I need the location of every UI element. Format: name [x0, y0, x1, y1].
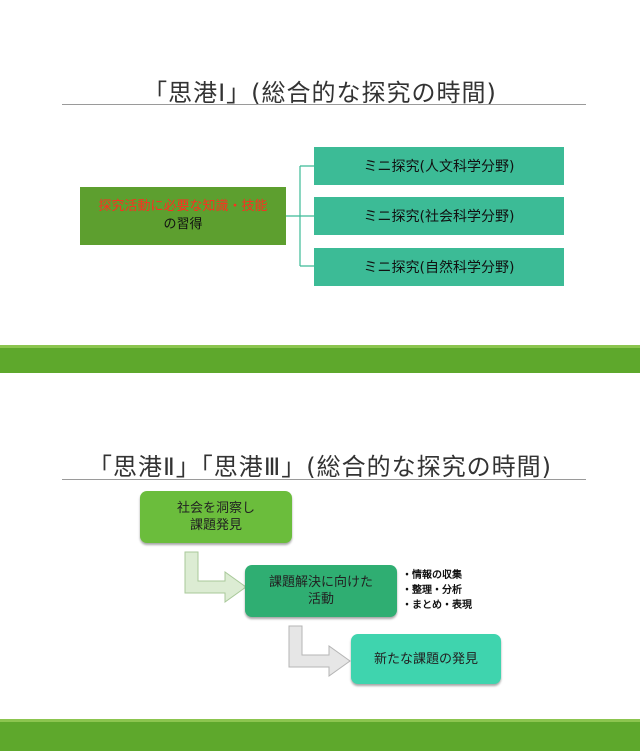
mini-inquiry-social-science: ミニ探究(社会科学分野)	[314, 197, 564, 235]
note-summarize-express: ・まとめ・表現	[402, 600, 472, 611]
divider-band-2	[0, 719, 640, 751]
note-organize-analyze: ・整理・分析	[402, 585, 462, 596]
section2-title-rule	[62, 479, 586, 480]
step-solution-activity-line2: 活動	[307, 592, 334, 607]
knowledge-skills-sublabel: の習得	[163, 217, 203, 232]
section1-title-rule	[62, 104, 586, 105]
section2-title: 「思港Ⅱ」「思港Ⅲ」(総合的な探究の時間)	[87, 453, 553, 481]
divider-band-1	[0, 345, 640, 373]
step-issue-discovery-line1: 社会を洞察し	[176, 501, 255, 516]
knowledge-skills-label: 探究活動に必要な知識・技能	[98, 199, 268, 214]
step-new-issue-discovery: 新たな課題の発見	[351, 634, 501, 684]
section1-title: 「思港Ⅰ」(総合的な探究の時間)	[143, 79, 497, 107]
mini-inquiry-natural-science: ミニ探究(自然科学分野)	[314, 248, 564, 286]
flow-arrow-2	[288, 625, 351, 677]
branch-connector	[286, 165, 316, 267]
knowledge-skills-box: 探究活動に必要な知識・技能 の習得	[80, 187, 286, 245]
step-issue-discovery: 社会を洞察し 課題発見	[140, 491, 292, 543]
step-solution-activity: 課題解決に向けた 活動	[245, 565, 397, 617]
activity-notes: ・情報の収集 ・整理・分析 ・まとめ・表現	[402, 568, 472, 613]
note-collect-info: ・情報の収集	[402, 570, 462, 581]
step-new-issue-discovery-label: 新たな課題の発見	[373, 651, 478, 667]
flow-arrow-1	[184, 551, 247, 603]
step-solution-activity-line1: 課題解決に向けた	[268, 575, 373, 590]
step-issue-discovery-line2: 課題発見	[189, 518, 242, 533]
mini-inquiry-humanities: ミニ探究(人文科学分野)	[314, 147, 564, 185]
